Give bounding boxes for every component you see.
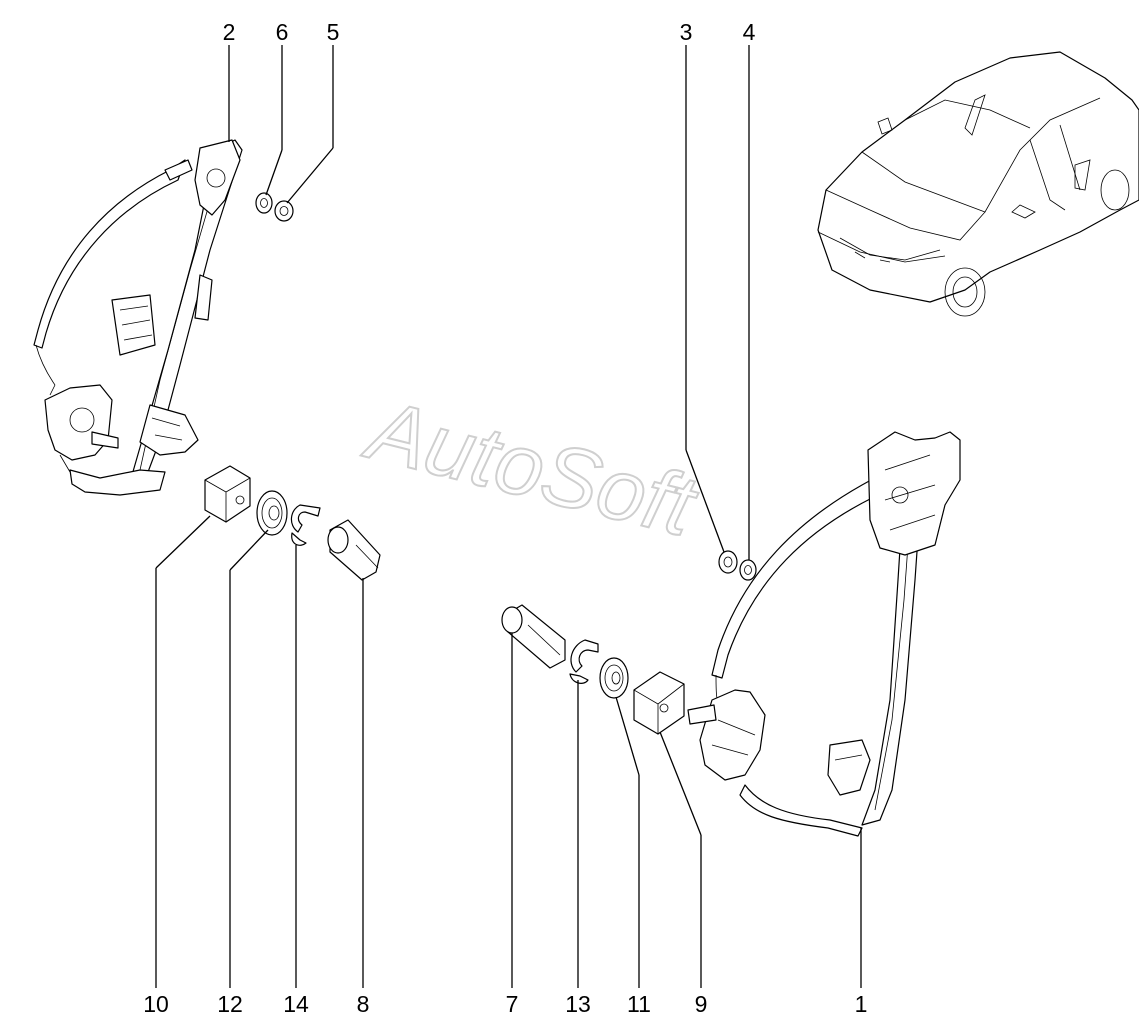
callout-3: 3 xyxy=(680,19,693,45)
callout-10: 10 xyxy=(143,991,169,1017)
callout-14: 14 xyxy=(283,991,309,1017)
nut-3-icon xyxy=(718,550,738,574)
callout-13: 13 xyxy=(565,991,591,1017)
callout-1: 1 xyxy=(855,991,868,1017)
callout-12: 12 xyxy=(217,991,243,1017)
watermark-text: AutoSoft xyxy=(355,381,706,556)
window-regulator-right-icon xyxy=(687,431,961,837)
callout-6: 6 xyxy=(276,19,289,45)
washer-11-icon xyxy=(599,657,629,699)
callout-7: 7 xyxy=(506,991,519,1017)
callout-9: 9 xyxy=(695,991,708,1017)
callout-11: 11 xyxy=(627,991,651,1017)
nut-5-icon xyxy=(274,200,294,222)
clip-13-icon xyxy=(569,639,599,684)
bushing-10-icon xyxy=(204,465,251,523)
callout-4: 4 xyxy=(743,19,756,45)
bushing-9-icon xyxy=(633,671,685,735)
nut-6-icon xyxy=(255,192,273,214)
leader-lines xyxy=(155,45,862,988)
handle-7-icon xyxy=(501,604,566,669)
window-regulator-left-icon xyxy=(33,139,243,496)
callout-8: 8 xyxy=(357,991,370,1017)
nut-4-icon xyxy=(739,559,757,581)
washer-12-icon xyxy=(256,490,288,536)
handle-8-icon xyxy=(327,519,381,581)
callout-2: 2 xyxy=(223,19,236,45)
car-illustration-icon xyxy=(817,51,1139,317)
callout-5: 5 xyxy=(327,19,340,45)
clip-14-icon xyxy=(290,504,321,546)
